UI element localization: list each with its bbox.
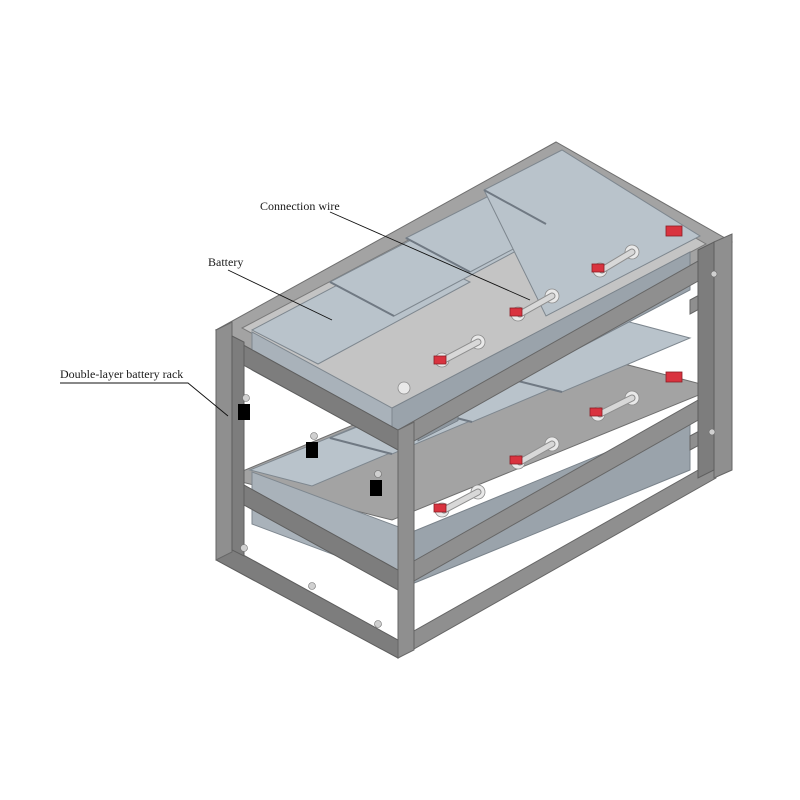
connection-wire-2 bbox=[517, 293, 555, 317]
rack-label: Double-layer battery rack bbox=[60, 367, 183, 381]
connection-wire-label: Connection wire bbox=[260, 199, 340, 213]
connection-wire-1 bbox=[441, 339, 481, 363]
rack-frame bbox=[215, 233, 733, 659]
connection-wire-3 bbox=[599, 249, 635, 273]
upper-positive-terminal-icon bbox=[665, 225, 683, 237]
bracket-icon bbox=[306, 442, 318, 458]
upper-terminals bbox=[397, 225, 683, 395]
bracket-icon bbox=[370, 480, 382, 496]
battery-label: Battery bbox=[208, 255, 243, 269]
bracket-icon bbox=[238, 404, 250, 420]
battery-leader bbox=[227, 269, 333, 321]
negative-terminal-icon bbox=[397, 381, 411, 395]
rack-leader bbox=[60, 382, 229, 417]
lower-terminals bbox=[433, 371, 683, 518]
callouts: Connection wire Battery Double-layer bat… bbox=[60, 199, 531, 417]
lower-positive-terminal-icon bbox=[665, 371, 683, 383]
rack-brackets bbox=[238, 270, 718, 628]
connection-wire-leader bbox=[329, 211, 531, 301]
battery-top-4 bbox=[483, 149, 702, 317]
